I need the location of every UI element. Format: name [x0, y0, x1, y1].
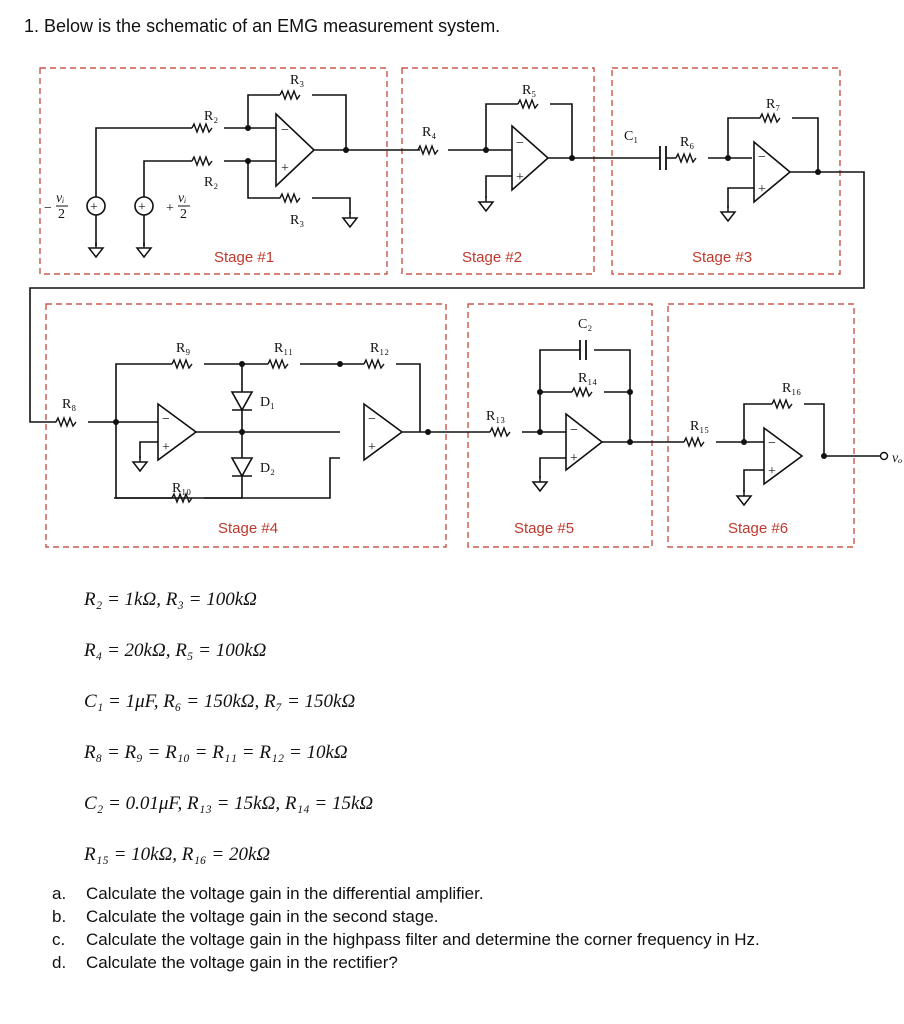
svg-text:+: +: [281, 161, 289, 176]
question-item: d.Calculate the voltage gain in the rect…: [52, 953, 398, 972]
svg-text:vₒ: vₒ: [892, 451, 902, 466]
question-item: a.Calculate the voltage gain in the diff…: [52, 884, 484, 903]
stage-boxes: [39, 67, 855, 548]
svg-text:+: +: [768, 464, 776, 479]
svg-text:D₁: D₁: [260, 395, 275, 410]
svg-text:R₉: R₉: [176, 341, 190, 356]
svg-text:+: +: [368, 440, 376, 455]
op-amps: [157, 112, 804, 486]
capacitor-c2: [579, 340, 587, 360]
stage-label: Stage #1: [214, 249, 274, 266]
stage-label: Stage #2: [462, 249, 522, 266]
capacitors: [579, 146, 667, 360]
svg-text:+: +: [570, 451, 578, 466]
question-list: a.Calculate the voltage gain in the diff…: [52, 882, 872, 974]
svg-text:R₁₄: R₁₄: [578, 371, 597, 386]
capacitor-c1: [659, 146, 667, 170]
svg-text:R₆: R₆: [680, 135, 694, 150]
opamp-stage-5: [565, 412, 604, 472]
svg-text:C₂: C₂: [578, 317, 592, 332]
stage-6-box: [667, 303, 855, 548]
svg-text:R₂: R₂: [204, 109, 218, 124]
svg-text:R₃: R₃: [290, 213, 304, 228]
question-item: b.Calculate the voltage gain in the seco…: [52, 907, 439, 926]
svg-text:D₂: D₂: [260, 461, 275, 476]
junction-dots: [113, 125, 889, 461]
svg-text:C₁: C₁: [624, 129, 638, 144]
question-item: c.Calculate the voltage gain in the high…: [52, 930, 760, 949]
svg-text:+: +: [162, 440, 170, 455]
stage-3-box: [611, 67, 841, 275]
svg-text:−: −: [281, 123, 289, 138]
emg-schematic: − + − + − + − + − + − + − + + + − vᵢ 2 +…: [29, 67, 902, 548]
svg-text:R₇: R₇: [766, 97, 780, 112]
svg-text:2: 2: [58, 207, 65, 222]
svg-text:R₁₀: R₁₀: [172, 481, 191, 496]
svg-text:+: +: [758, 182, 766, 197]
svg-text:R₁₅: R₁₅: [690, 419, 709, 434]
value-line: R₂ = 1kΩ, R₃ = 100kΩ: [84, 589, 257, 610]
stage-4-box: [45, 303, 447, 548]
opamp-stage-3: [753, 140, 792, 204]
stage-labels: Stage #1 Stage #2 Stage #3 Stage #4 Stag…: [214, 249, 788, 537]
svg-text:−: −: [570, 423, 578, 438]
opamp-stage-1: [275, 112, 316, 188]
stage-1-box: [39, 67, 388, 275]
svg-text:−: −: [516, 136, 524, 151]
svg-text:R₈: R₈: [62, 397, 76, 412]
svg-text:R₅: R₅: [522, 83, 536, 98]
svg-text:−: −: [768, 436, 776, 451]
svg-text:R₁₃: R₁₃: [486, 409, 505, 424]
svg-text:+: +: [138, 200, 146, 215]
svg-text:−: −: [368, 412, 376, 427]
value-line: C₁ = 1μF, R₆ = 150kΩ, R₇ = 150kΩ: [84, 691, 356, 712]
component-labels: R₃ R₂ R₂ R₃ R₄ R₅ C₁ R₆ R₇ R₈ R₉ R₁₁ R₁₂…: [62, 73, 902, 496]
svg-text:R₄: R₄: [422, 125, 436, 140]
component-values: R₂ = 1kΩ, R₃ = 100kΩ R₄ = 20kΩ, R₅ = 100…: [84, 586, 373, 892]
value-line: R₁₅ = 10kΩ, R₁₆ = 20kΩ: [84, 844, 271, 865]
svg-text:+: +: [166, 201, 174, 216]
svg-text:−: −: [162, 412, 170, 427]
svg-text:−: −: [44, 201, 52, 216]
opamp-stage-4b: [363, 402, 404, 462]
stage-2-box: [401, 67, 595, 275]
diode-d1: [230, 391, 254, 412]
value-line: R₈ = R₉ = R₁₀ = R₁₁ = R₁₂ = 10kΩ: [84, 742, 348, 763]
opamp-signs: − + − + − + − + − + − + − +: [162, 123, 776, 479]
svg-text:+: +: [516, 170, 524, 185]
svg-text:vᵢ: vᵢ: [56, 191, 64, 206]
svg-text:R₁₂: R₁₂: [370, 341, 389, 356]
svg-text:R₃: R₃: [290, 73, 304, 88]
stage-label: Stage #3: [692, 249, 752, 266]
svg-text:R₁₁: R₁₁: [274, 341, 293, 356]
opamp-stage-2: [511, 124, 550, 192]
opamp-stage-6: [763, 426, 804, 486]
problem-title: 1. Below is the schematic of an EMG meas…: [24, 16, 501, 36]
diodes: [230, 391, 254, 478]
svg-text:R₁₆: R₁₆: [782, 381, 801, 396]
svg-text:R₂: R₂: [204, 175, 218, 190]
stage-label: Stage #6: [728, 520, 788, 537]
stage-label: Stage #5: [514, 520, 574, 537]
stage-5-box: [467, 303, 653, 548]
value-line: R₄ = 20kΩ, R₅ = 100kΩ: [84, 640, 267, 661]
svg-text:2: 2: [180, 207, 187, 222]
svg-text:+: +: [90, 200, 98, 215]
svg-text:−: −: [758, 150, 766, 165]
voltage-sources: + + − vᵢ 2 + vᵢ 2: [44, 191, 190, 222]
value-line: C₂ = 0.01μF, R₁₃ = 15kΩ, R₁₄ = 15kΩ: [84, 793, 374, 814]
diode-d2: [230, 457, 254, 478]
svg-text:vᵢ: vᵢ: [178, 191, 186, 206]
opamp-stage-4a: [157, 402, 198, 462]
stage-label: Stage #4: [218, 520, 278, 537]
